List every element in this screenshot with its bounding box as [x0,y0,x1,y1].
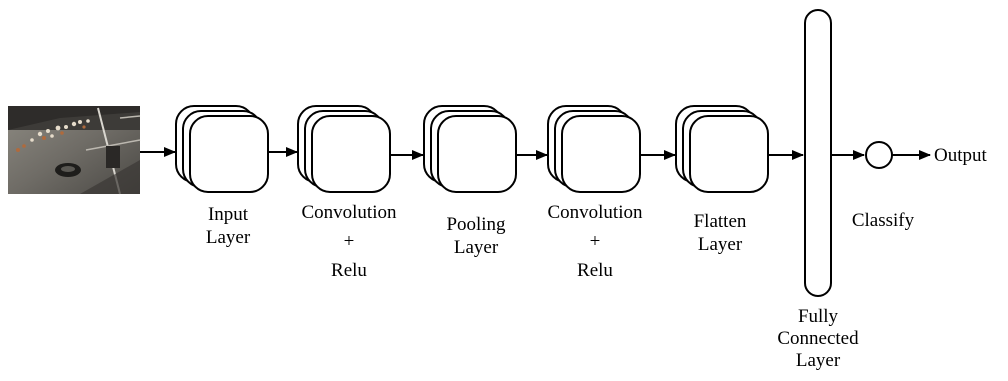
output-label: Output [934,144,1006,167]
label-line: Layer [205,227,251,248]
input-layer-label: Input Layer [188,203,268,249]
label-line: Convolution [547,202,643,223]
label-line: Convolution [301,202,397,223]
conv-relu-1-label: Convolution + Relu [286,201,412,282]
classify-node [865,141,893,169]
label-line: Input [207,204,249,225]
label-line: Connected [777,328,859,349]
classify-label: Classify [838,209,928,232]
input-layer-stack [175,105,269,193]
label-line: Layer [453,237,499,258]
label-line: Classify [851,210,915,231]
label-line: Pooling [446,214,506,235]
label-line: Flatten [693,211,747,232]
pooling-layer-stack [423,105,517,193]
fully-connected-layer-bar [804,9,832,297]
label-line: Layer [795,350,841,371]
conv-relu-2-label: Convolution + Relu [532,201,658,282]
label-line: Fully [797,306,839,327]
label-line: Relu [577,260,613,281]
label-line: + [589,231,601,252]
conv-layer-2-stack [547,105,641,193]
fully-connected-label: Fully Connected Layer [772,306,864,372]
pooling-layer-label: Pooling Layer [436,213,516,259]
label-line: Layer [697,234,743,255]
label-line: Output [934,145,987,166]
label-line: Relu [331,260,367,281]
conv-layer-1-stack [297,105,391,193]
flatten-layer-label: Flatten Layer [680,210,760,256]
input-image [8,106,141,195]
flatten-layer-stack [675,105,769,193]
label-line: + [343,231,355,252]
